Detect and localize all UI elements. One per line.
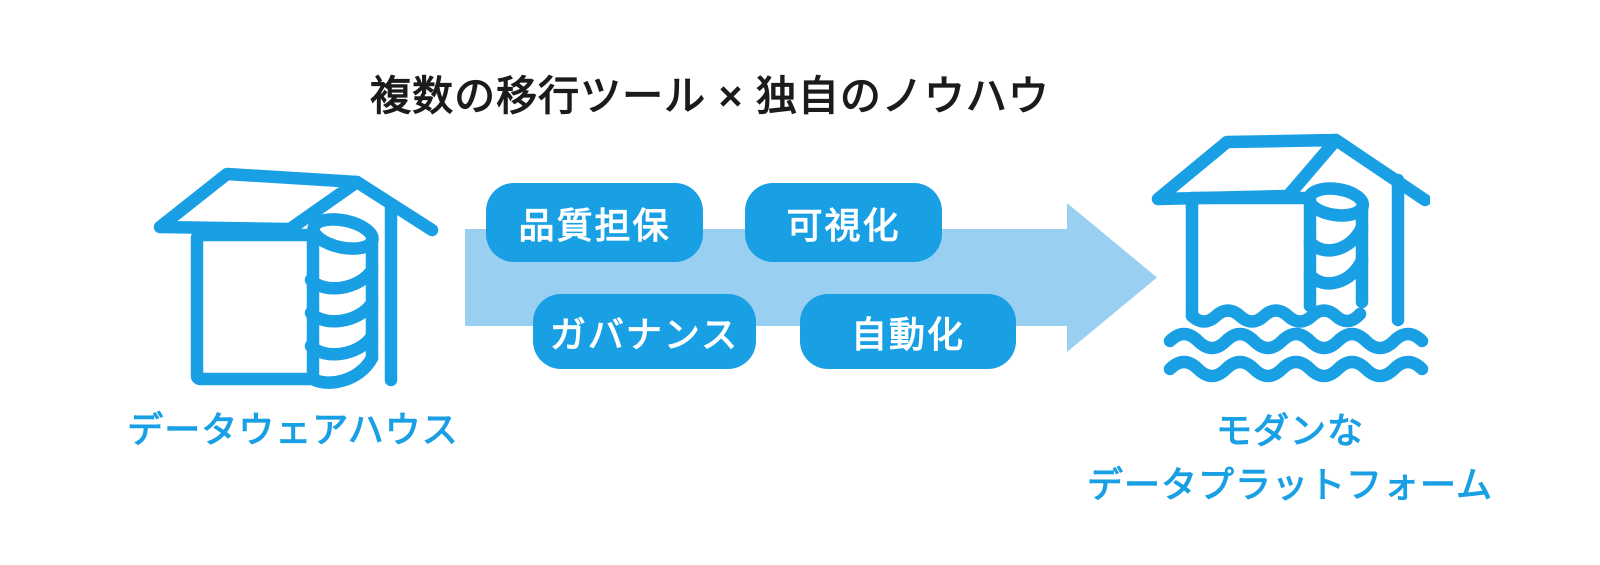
- badge-governance: ガバナンス: [533, 294, 756, 369]
- badge-quality-assurance-label: 品質担保: [518, 204, 671, 246]
- modern-platform-label-line1: モダンな: [1215, 410, 1364, 451]
- database-cylinder-icon: [1302, 182, 1370, 309]
- badge-automation-label: 自動化: [850, 313, 965, 355]
- platform-roof-slope: [1329, 133, 1430, 207]
- platform-body: [1185, 191, 1317, 323]
- badge-quality-assurance: 品質担保: [486, 183, 703, 262]
- badge-visualization: 可視化: [745, 183, 942, 262]
- modern-platform-label-line2: データプラットフォーム: [1087, 464, 1493, 505]
- platform-body-waterline: [1185, 304, 1367, 328]
- data-warehouse-icon: [153, 167, 439, 389]
- database-cylinder-icon: [304, 213, 379, 389]
- water-waves-icon: [1163, 327, 1429, 383]
- modern-platform-label: モダンな データプラットフォーム: [1080, 404, 1500, 512]
- modern-data-platform-icon: [1151, 133, 1430, 383]
- badge-visualization-label: 可視化: [786, 204, 901, 246]
- badge-automation: 自動化: [800, 294, 1016, 369]
- warehouse-label: データウェアハウス: [127, 409, 459, 450]
- badge-governance-label: ガバナンス: [549, 313, 740, 355]
- page-title: 複数の移行ツール × 独自のノウハウ: [370, 73, 1050, 119]
- warehouse-body: [190, 228, 320, 386]
